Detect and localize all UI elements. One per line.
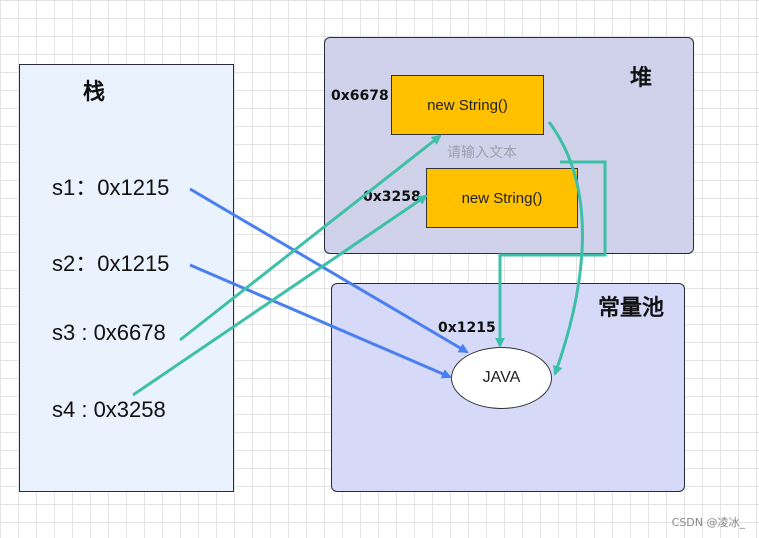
watermark: CSDN @凌冰_ — [671, 516, 745, 529]
heap-object-1-address: 0x6678 — [331, 88, 389, 104]
stack-var-s1: s1：0x1215 — [52, 175, 170, 200]
stack-var-s2: s2：0x1215 — [52, 251, 170, 276]
heap-object-1: new String() — [391, 75, 544, 135]
heap-title: 堆 — [630, 66, 653, 91]
constant-pool-title: 常量池 — [598, 296, 665, 321]
stack-title: 栈 — [83, 80, 106, 105]
heap-object-2: new String() — [426, 168, 578, 228]
stack-region — [19, 64, 234, 492]
stack-var-s3: s3 : 0x6678 — [52, 320, 166, 345]
pool-literal-address: 0x1215 — [438, 320, 496, 336]
stack-var-s4: s4 : 0x3258 — [52, 397, 166, 422]
pool-literal-java: JAVA — [451, 347, 552, 409]
heap-object-2-address: 0x3258 — [363, 189, 421, 205]
text-placeholder: 请输入文本 — [447, 145, 517, 161]
